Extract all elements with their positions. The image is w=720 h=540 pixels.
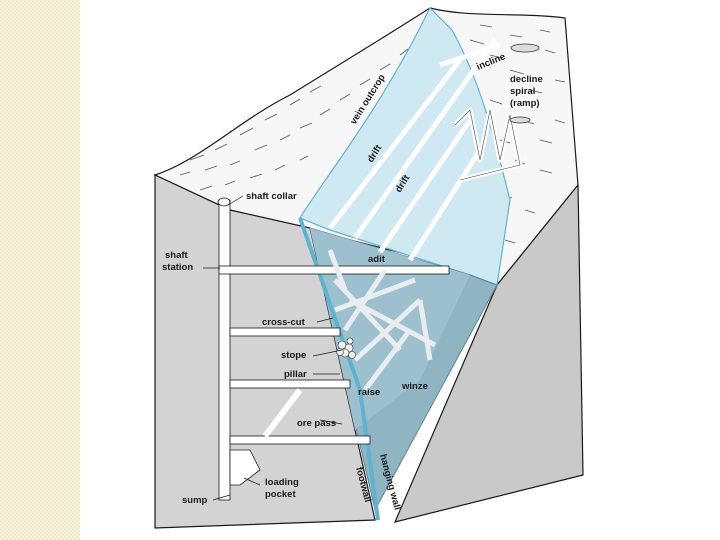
leader-lines [203, 195, 343, 501]
vein-workings [327, 249, 437, 392]
level-4 [229, 435, 371, 445]
vein-surface-band [299, 6, 511, 286]
label-winze: winze [401, 381, 428, 392]
side-rock-face [393, 183, 584, 523]
loading-pocket-shape [229, 449, 261, 486]
label-decline-spiral-2: spiral [510, 86, 535, 97]
label-sump: sump [182, 495, 208, 506]
label-decline-spiral-3: (ramp) [510, 98, 540, 109]
shaft-collar [217, 197, 231, 207]
label-stope: stope [281, 350, 306, 361]
incline [439, 42, 501, 68]
level-2 [229, 327, 341, 337]
level-3 [229, 379, 351, 389]
label-ore-pass: ore pass [297, 418, 336, 429]
surface-drifts [328, 38, 498, 262]
label-cross-cut: cross-cut [262, 317, 306, 328]
label-pillar: pillar [284, 369, 307, 380]
incline-portal [510, 43, 540, 53]
label-decline-spiral-1: decline [510, 74, 543, 85]
decline-spiral-outline [454, 109, 521, 181]
label-shaft-station-1: shaft [165, 250, 189, 261]
vein-footwall-edge [298, 217, 380, 521]
label-loading-pocket-2: pocket [265, 489, 296, 500]
decline-portal [509, 116, 531, 124]
decorative-side-strip [0, 0, 80, 540]
label-shaft-station-2: station [162, 262, 193, 273]
label-loading-pocket-1: loading [265, 477, 299, 488]
label-raise: raise [358, 387, 380, 398]
ore-pass-tunnel [262, 388, 303, 438]
label-shaft-collar: shaft collar [246, 191, 297, 202]
label-adit: adit [368, 254, 386, 265]
shaft [218, 199, 231, 501]
levels [218, 265, 450, 445]
